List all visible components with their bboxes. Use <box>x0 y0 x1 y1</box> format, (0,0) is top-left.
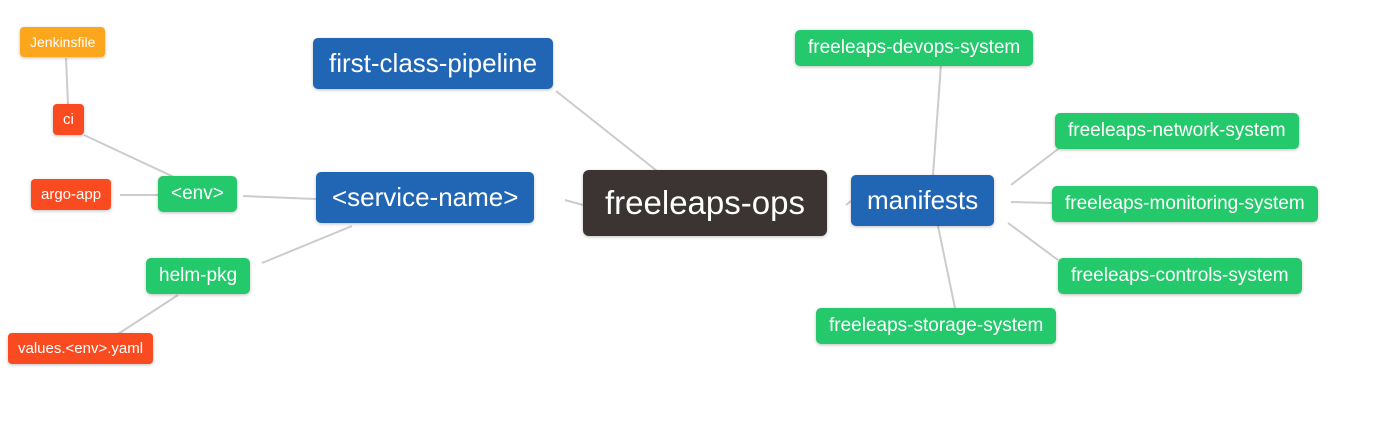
node-freeleaps-network-system[interactable]: freeleaps-network-system <box>1055 113 1299 149</box>
node-helm-pkg[interactable]: helm-pkg <box>146 258 251 294</box>
edge-pipeline-ops <box>555 90 658 172</box>
edge-manifests-monitoring <box>1010 201 1053 204</box>
edge-manifests-network <box>1010 145 1063 186</box>
node-freeleaps-devops-system[interactable]: freeleaps-devops-system <box>795 30 1034 66</box>
node-manifests[interactable]: manifests <box>851 175 995 226</box>
node-values-env-yaml[interactable]: values.<env>.yaml <box>8 333 154 364</box>
node-argo-app[interactable]: argo-app <box>31 179 112 210</box>
edge-manifests-controls <box>1007 222 1059 261</box>
node-freeleaps-controls-system[interactable]: freeleaps-controls-system <box>1058 258 1302 294</box>
edge-env-servicename <box>242 195 317 200</box>
node-first-class-pipeline[interactable]: first-class-pipeline <box>313 38 554 89</box>
edge-servicename-ops <box>564 199 584 206</box>
edge-helmpkg-values <box>117 294 179 335</box>
node-ci[interactable]: ci <box>53 104 84 135</box>
node-freeleaps-ops-root[interactable]: freeleaps-ops <box>583 170 827 236</box>
edge-ops-manifests <box>845 200 852 206</box>
edge-manifests-storage <box>937 225 956 309</box>
edge-manifests-devops <box>932 63 942 176</box>
edge-servicename-helmpkg <box>261 225 353 264</box>
edge-ci-env <box>83 134 177 179</box>
node-service-name[interactable]: <service-name> <box>316 172 535 223</box>
node-freeleaps-storage-system[interactable]: freeleaps-storage-system <box>816 308 1057 344</box>
node-env[interactable]: <env> <box>158 176 237 212</box>
node-freeleaps-monitoring-system[interactable]: freeleaps-monitoring-system <box>1052 186 1318 222</box>
edge-jenkinsfile-ci <box>65 57 69 105</box>
node-jenkinsfile[interactable]: Jenkinsfile <box>20 27 106 57</box>
